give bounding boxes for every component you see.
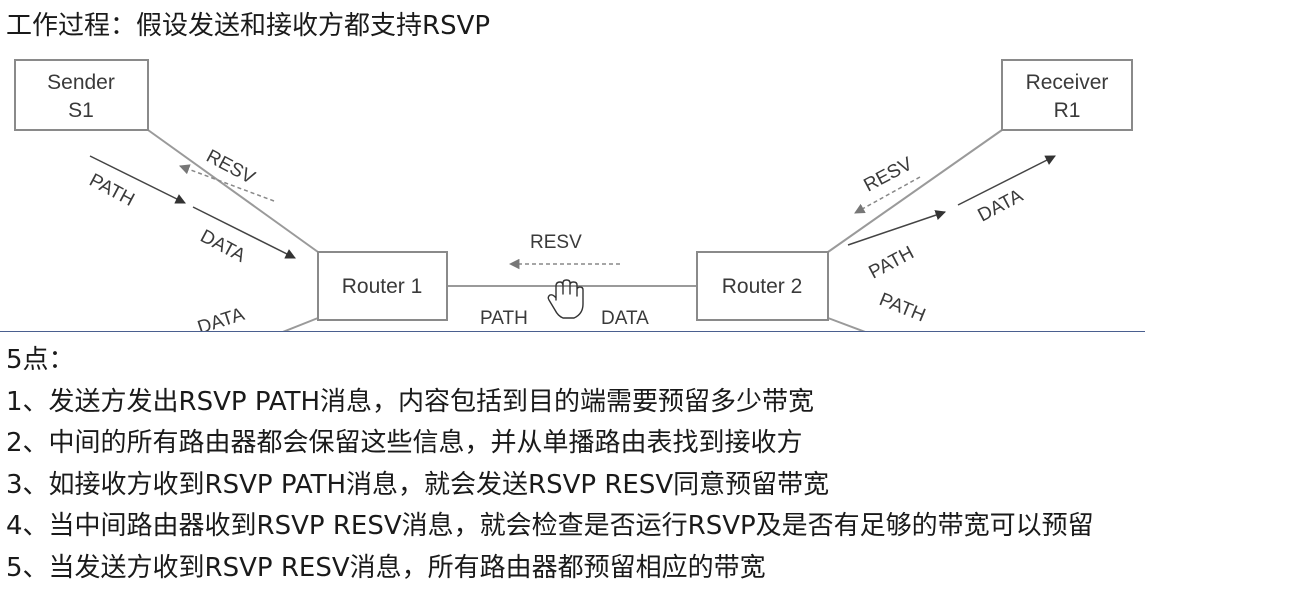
sender-node: Sender S1 — [14, 59, 149, 131]
divider-line — [0, 331, 1145, 332]
note-item: 5、当发送方收到RSVP RESV消息，所有路由器都预留相应的带宽 — [6, 552, 766, 583]
path-arrow-right — [847, 210, 946, 246]
path-arrow-left — [89, 155, 186, 204]
note-item: 2、中间的所有路由器都会保留这些信息，并从单播路由表找到接收方 — [6, 428, 803, 458]
path-label-right: PATH — [865, 242, 917, 283]
data-label-middle: DATA — [601, 308, 649, 329]
hand-cursor-icon — [547, 279, 584, 319]
path-label-middle: PATH — [480, 308, 528, 329]
page-title: 工作过程：假设发送和接收方都支持RSVP — [6, 11, 491, 41]
router1-node: Router 1 — [317, 251, 448, 321]
resv-arrow-right — [854, 176, 921, 214]
data-arrow-left — [192, 206, 296, 259]
router2-label: Router 2 — [722, 275, 803, 298]
router1-label: Router 1 — [342, 275, 423, 298]
note-item: 3、如接收方收到RSVP PATH消息，就会发送RSVP RESV同意预留带宽 — [6, 469, 830, 500]
note-item: 1、发送方发出RSVP PATH消息，内容包括到目的端需要预留多少带宽 — [6, 386, 815, 417]
note-item: 4、当中间路由器收到RSVP RESV消息，就会检查是否运行RSVP及是否有足够… — [6, 511, 1094, 541]
router2-node: Router 2 — [696, 251, 829, 321]
link-router1-lower — [280, 317, 319, 332]
notes-title: 5点： — [6, 345, 75, 375]
data-label-right: DATA — [974, 185, 1026, 226]
sender-label-line2: S1 — [68, 99, 94, 122]
data-label-lower-left: DATA — [195, 304, 247, 332]
resv-label-middle: RESV — [530, 232, 582, 253]
notes-list: 5点： 1、发送方发出RSVP PATH消息，内容包括到目的端需要预留多少带宽 … — [6, 340, 1094, 589]
link-router2-lower — [827, 317, 869, 332]
rsvp-diagram: Sender S1 Receiver R1 Router 1 Router 2 … — [0, 50, 1150, 332]
link-router2-receiver — [827, 129, 1003, 253]
link-sender-router1 — [147, 129, 319, 253]
receiver-label-line2: R1 — [1054, 99, 1081, 122]
resv-label-left: RESV — [203, 146, 259, 189]
data-arrow-right — [957, 155, 1056, 206]
resv-label-right: RESV — [860, 153, 916, 196]
resv-arrow-left — [179, 164, 275, 202]
receiver-label-line1: Receiver — [1026, 71, 1109, 94]
sender-label-line1: Sender — [47, 71, 115, 94]
receiver-node: Receiver R1 — [1001, 59, 1133, 131]
path-label-lower-right: PATH — [876, 289, 928, 326]
data-label-left: DATA — [197, 226, 249, 267]
